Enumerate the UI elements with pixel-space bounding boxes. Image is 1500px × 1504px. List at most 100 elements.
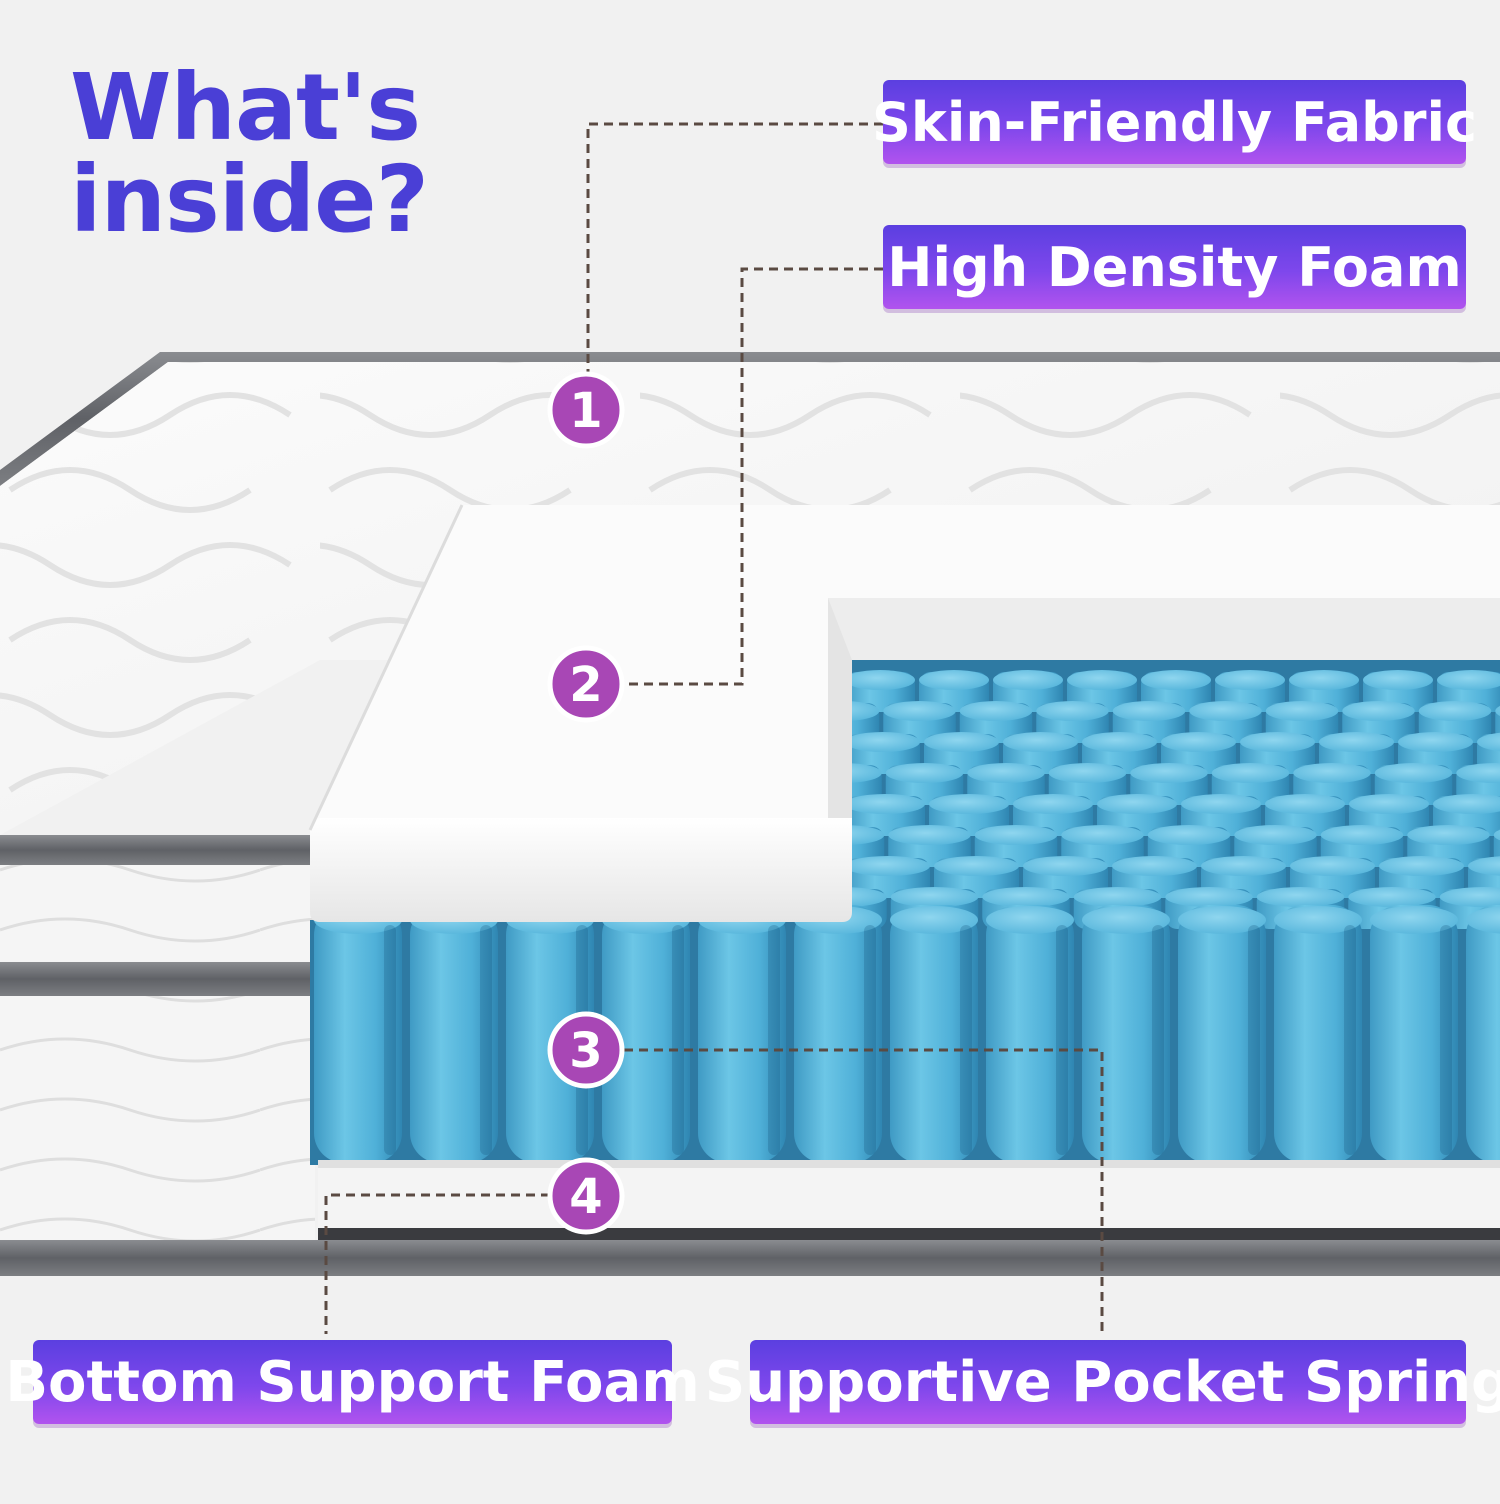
spring-cap [1289, 670, 1359, 690]
spring-coil [698, 905, 786, 1163]
marker-4-circle [547, 1157, 625, 1235]
spring-cap [1082, 732, 1157, 752]
spring-cap [1181, 794, 1261, 814]
spring-shade [864, 925, 876, 1155]
spring-cap [1418, 701, 1492, 721]
spring-cap [1240, 732, 1315, 752]
spring-cap [1178, 906, 1266, 934]
spring-cap [1290, 856, 1375, 876]
marker-1-number: 1 [569, 383, 602, 439]
spring-cap [1319, 732, 1394, 752]
spring-cap [1061, 825, 1144, 845]
spring-cap [1112, 701, 1186, 721]
spring-cap [1265, 794, 1345, 814]
spring-cap [845, 794, 925, 814]
spring-cap [1013, 794, 1093, 814]
spring-cap [890, 887, 979, 907]
headline: What's inside? [70, 54, 429, 246]
marker-3-circle [547, 1011, 625, 1089]
spring-cap [934, 856, 1019, 876]
spring-cap [1112, 856, 1197, 876]
spring-cap [1466, 906, 1500, 934]
spring-cap [1433, 794, 1500, 814]
spring-cap [890, 906, 978, 934]
label-supportive-pocket-spring: Supportive Pocket Spring [705, 1340, 1500, 1424]
marker-2: 2 [547, 645, 625, 723]
spring-cap [919, 670, 989, 690]
spring-cap [885, 763, 964, 783]
spring-cap [1265, 701, 1339, 721]
spring-cap [1370, 906, 1458, 934]
spring-cap [982, 887, 1070, 907]
spring-cap [1320, 825, 1404, 845]
marker-2-circle [547, 645, 625, 723]
spring-cap [1379, 856, 1464, 876]
spring-cap [1468, 856, 1500, 876]
spring-cap [1097, 794, 1177, 814]
label-bottom-support-foam: Bottom Support Foam [5, 1340, 700, 1424]
spring-shade [1056, 925, 1068, 1155]
spring-shade [960, 925, 972, 1155]
leader-line-1 [586, 122, 883, 372]
spring-cap [959, 701, 1033, 721]
spring-cap [1398, 732, 1473, 752]
spring-cap [1234, 825, 1317, 845]
spring-cap [1211, 763, 1290, 783]
spring-cap [1477, 732, 1500, 752]
spring-cap [845, 670, 915, 690]
spring-cap [1215, 670, 1285, 690]
label-high-density-foam: High Density Foam [883, 225, 1466, 309]
spring-cap [1067, 670, 1137, 690]
spring-cap [1363, 670, 1433, 690]
spring-cap [1161, 732, 1236, 752]
leader-line-3 [624, 1048, 1104, 1334]
spring-shade [384, 925, 396, 1155]
spring-cap [1036, 701, 1109, 721]
spring-cap [845, 732, 920, 752]
spring-cap [1407, 825, 1490, 845]
spring-cap [845, 856, 930, 876]
spring-coil [1082, 905, 1170, 1163]
spring-cap [1374, 763, 1453, 783]
spring-cap [1130, 763, 1208, 783]
spring-cap [1023, 856, 1108, 876]
spring-cap [1342, 701, 1415, 721]
spring-cap [986, 906, 1074, 934]
spring-shade [1152, 925, 1164, 1155]
spring-shade [1344, 925, 1356, 1155]
spring-cap [1048, 763, 1127, 783]
spring-shade [1440, 925, 1452, 1155]
marker-3-number: 3 [569, 1023, 602, 1079]
spring-shade [1248, 925, 1260, 1155]
leader-line-2 [624, 267, 883, 686]
spring-cap [1189, 701, 1262, 721]
spring-coil [1466, 905, 1500, 1163]
spring-coil [410, 905, 498, 1163]
spring-cap [1349, 794, 1429, 814]
spring-coil [1178, 905, 1266, 1163]
spring-cap [1456, 763, 1500, 783]
spring-coil [986, 905, 1074, 1163]
spring-shade [480, 925, 492, 1155]
spring-cap [974, 825, 1058, 845]
spring-cap [1147, 825, 1231, 845]
spring-cap [1348, 887, 1436, 907]
leader-line-4 [324, 1193, 550, 1334]
spring-coil [314, 905, 402, 1163]
spring-cap [1439, 887, 1500, 907]
spring-cap [883, 701, 956, 721]
high-density-foam-slab [308, 504, 1500, 922]
marker-1-circle [547, 371, 625, 449]
marker-2-number: 2 [569, 657, 602, 713]
spring-cap [1256, 887, 1345, 907]
spring-cap [1073, 887, 1162, 907]
spring-cap [1274, 906, 1362, 934]
spring-cap [967, 763, 1045, 783]
spring-cap [1082, 906, 1170, 934]
spring-coil [602, 905, 690, 1163]
headline-line-1: What's [70, 54, 421, 161]
spring-shade [768, 925, 780, 1155]
spring-cap [1003, 732, 1078, 752]
spring-cap [888, 825, 971, 845]
